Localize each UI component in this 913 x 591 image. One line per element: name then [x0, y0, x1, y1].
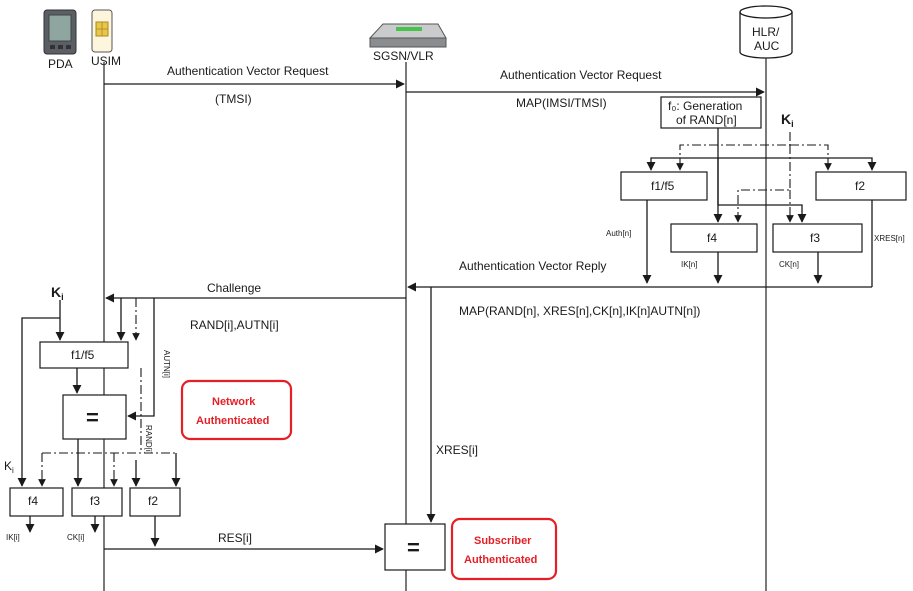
usim-compare-sign: = [86, 405, 99, 430]
sgsn-label: SGSN/VLR [373, 49, 434, 63]
usim-f2-label: f2 [148, 494, 158, 508]
av-request-label-2: Authentication Vector Request [500, 68, 662, 82]
hlr-f1f5-box [620, 171, 708, 201]
hlr-ki-letter: K [781, 111, 791, 127]
av-request-label-1: Authentication Vector Request [167, 64, 329, 78]
rand-autn-label: RAND[i],AUTN[i] [190, 318, 279, 332]
rand-to-f1f5-arrow [646, 128, 719, 171]
hlr-f4-label: f4 [707, 231, 717, 245]
rand-to-f2-arrow [718, 157, 877, 171]
usim-ki-letter: K [51, 284, 61, 300]
ck-i-label: CK[i] [67, 533, 84, 542]
hlr-f4-box [670, 223, 758, 253]
autn-to-compare-arrow [127, 298, 155, 421]
usim-ki2-label: Ki [4, 459, 14, 475]
hlr-f1f5-label: f1/f5 [651, 179, 675, 193]
xres-n-label: XRES[n] [874, 234, 905, 243]
usim-f1f5-label: f1/f5 [71, 348, 95, 362]
subscriber-authenticated-line1: Subscriber [474, 535, 532, 547]
usim-label: USIM [91, 54, 121, 68]
hlr-label-line1: HLR/ [752, 25, 780, 39]
usim-compare-box [62, 394, 127, 440]
usim-ki2-letter: K [4, 459, 12, 473]
router-icon [368, 23, 447, 48]
ik-n-label: IK[n] [681, 260, 697, 269]
res-i-label: RES[i] [218, 531, 252, 545]
tmsi-label: (TMSI) [215, 92, 252, 106]
subscriber-authenticated-badge [450, 517, 558, 581]
usim-f4-box [9, 487, 64, 517]
auth-n-label: Auth[n] [606, 229, 631, 238]
subscriber-authenticated-line2: Authenticated [464, 554, 537, 566]
usim-f3-box [71, 487, 123, 517]
map-imsi-label: MAP(IMSI/TMSI) [516, 96, 607, 110]
ik-i-label: IK[i] [6, 533, 20, 542]
hlr-f2-label: f2 [855, 179, 865, 193]
ki-to-f1f5-arrow [676, 132, 791, 171]
usim-f2-box [129, 487, 181, 517]
rand-generation-line2: of RAND[n] [676, 113, 737, 127]
autn-i-label: AUTN[i] [162, 350, 171, 378]
network-authenticated-badge [180, 379, 293, 441]
pda-label: PDA [48, 57, 73, 71]
rand-generation-box [660, 96, 762, 129]
usim-f1f5-box [39, 341, 129, 369]
sgsn-compare-sign: = [407, 535, 420, 560]
pda-icon [43, 9, 77, 55]
map-reply-label: MAP(RAND[n], XRES[n],CK[n],IK[n]AUTN[n]) [459, 304, 700, 318]
rand-i-label: RAND[i] [144, 425, 153, 454]
ck-n-label: CK[n] [779, 260, 799, 269]
usim-icon [91, 9, 113, 53]
challenge-label: Challenge [207, 281, 261, 295]
ki-to-f2-arrow [790, 144, 832, 171]
rand-generation-line1: f₀: Generation [668, 99, 742, 113]
hlr-f3-label: f3 [810, 231, 820, 245]
ki-to-f4-arrow [734, 145, 791, 223]
ki-to-usim-f4-arrow [17, 317, 60, 487]
network-authenticated-line2: Authenticated [196, 415, 269, 427]
network-authenticated-line1: Network [212, 396, 256, 408]
hlr-f2-box [815, 171, 907, 201]
usim-ki2-subscript: i [12, 466, 14, 475]
hlr-ki-subscript: i [791, 119, 794, 129]
av-reply-label: Authentication Vector Reply [459, 259, 606, 273]
usim-ki-label: Ki [51, 284, 64, 302]
usim-f4-label: f4 [28, 494, 38, 508]
sgsn-compare-box [384, 523, 446, 571]
xres-i-label: XRES[i] [436, 443, 478, 457]
hlr-ki-label: Ki [781, 111, 794, 129]
rand-to-f3-arrow [717, 158, 807, 223]
usim-ki-subscript: i [61, 292, 64, 302]
database-icon [739, 5, 793, 59]
usim-f3-label: f3 [90, 494, 100, 508]
hlr-label-line2: AUC [754, 39, 780, 53]
